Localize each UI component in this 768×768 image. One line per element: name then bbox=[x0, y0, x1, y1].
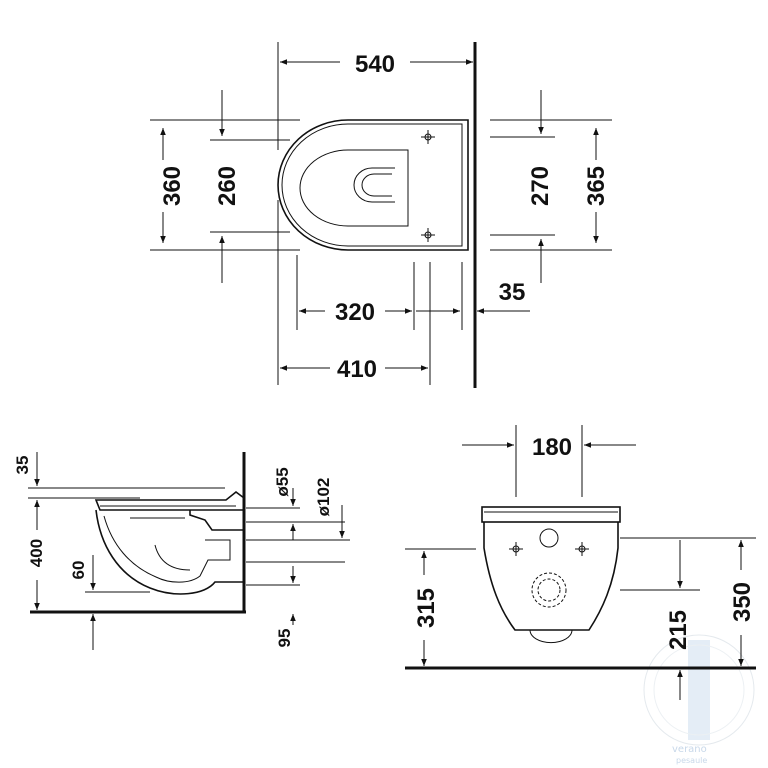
front-fixing-right bbox=[575, 542, 589, 556]
front-bowl bbox=[483, 522, 619, 631]
dim-60: 60 bbox=[69, 561, 88, 580]
dim-270: 270 bbox=[527, 166, 554, 206]
front-drain-circle bbox=[531, 572, 567, 608]
watermark-sub: pesaule bbox=[676, 756, 707, 765]
top-outlet bbox=[353, 167, 395, 203]
watermark-brand: verano bbox=[672, 744, 707, 755]
dim-180: 180 bbox=[532, 434, 572, 461]
dim-400: 400 bbox=[27, 539, 46, 567]
dim-d55: ø55 bbox=[273, 467, 292, 496]
dim-360: 360 bbox=[159, 166, 186, 206]
front-outlet bbox=[529, 629, 573, 644]
dim-410: 410 bbox=[337, 356, 377, 383]
dim-315: 315 bbox=[413, 588, 440, 628]
dim-35-side: 35 bbox=[13, 456, 32, 475]
side-seat bbox=[94, 490, 245, 511]
side-view: 35 400 60 ø55 ø102 95 bbox=[13, 452, 350, 650]
front-inlet-hole bbox=[539, 528, 559, 548]
dim-540: 540 bbox=[355, 51, 395, 78]
front-view: 180 315 215 350 bbox=[405, 425, 756, 700]
side-bowl bbox=[95, 509, 245, 595]
top-bowl-inner bbox=[299, 149, 409, 227]
dim-260: 260 bbox=[214, 166, 241, 206]
dim-35-top: 35 bbox=[499, 279, 526, 306]
dim-215: 215 bbox=[665, 610, 692, 650]
dim-d102: ø102 bbox=[314, 478, 333, 517]
watermark-logo: verano pesaule bbox=[643, 634, 755, 765]
dim-365: 365 bbox=[583, 166, 610, 206]
top-fixing-hole-lower bbox=[421, 228, 435, 242]
top-view: 540 360 260 270 365 320 410 bbox=[150, 42, 612, 388]
top-fixing-hole-upper bbox=[421, 130, 435, 144]
front-seat bbox=[481, 506, 621, 523]
dim-320: 320 bbox=[335, 299, 375, 326]
dim-350: 350 bbox=[729, 582, 756, 622]
front-fixing-left bbox=[509, 542, 523, 556]
top-bowl-outline bbox=[277, 119, 469, 251]
dim-95: 95 bbox=[275, 629, 294, 648]
